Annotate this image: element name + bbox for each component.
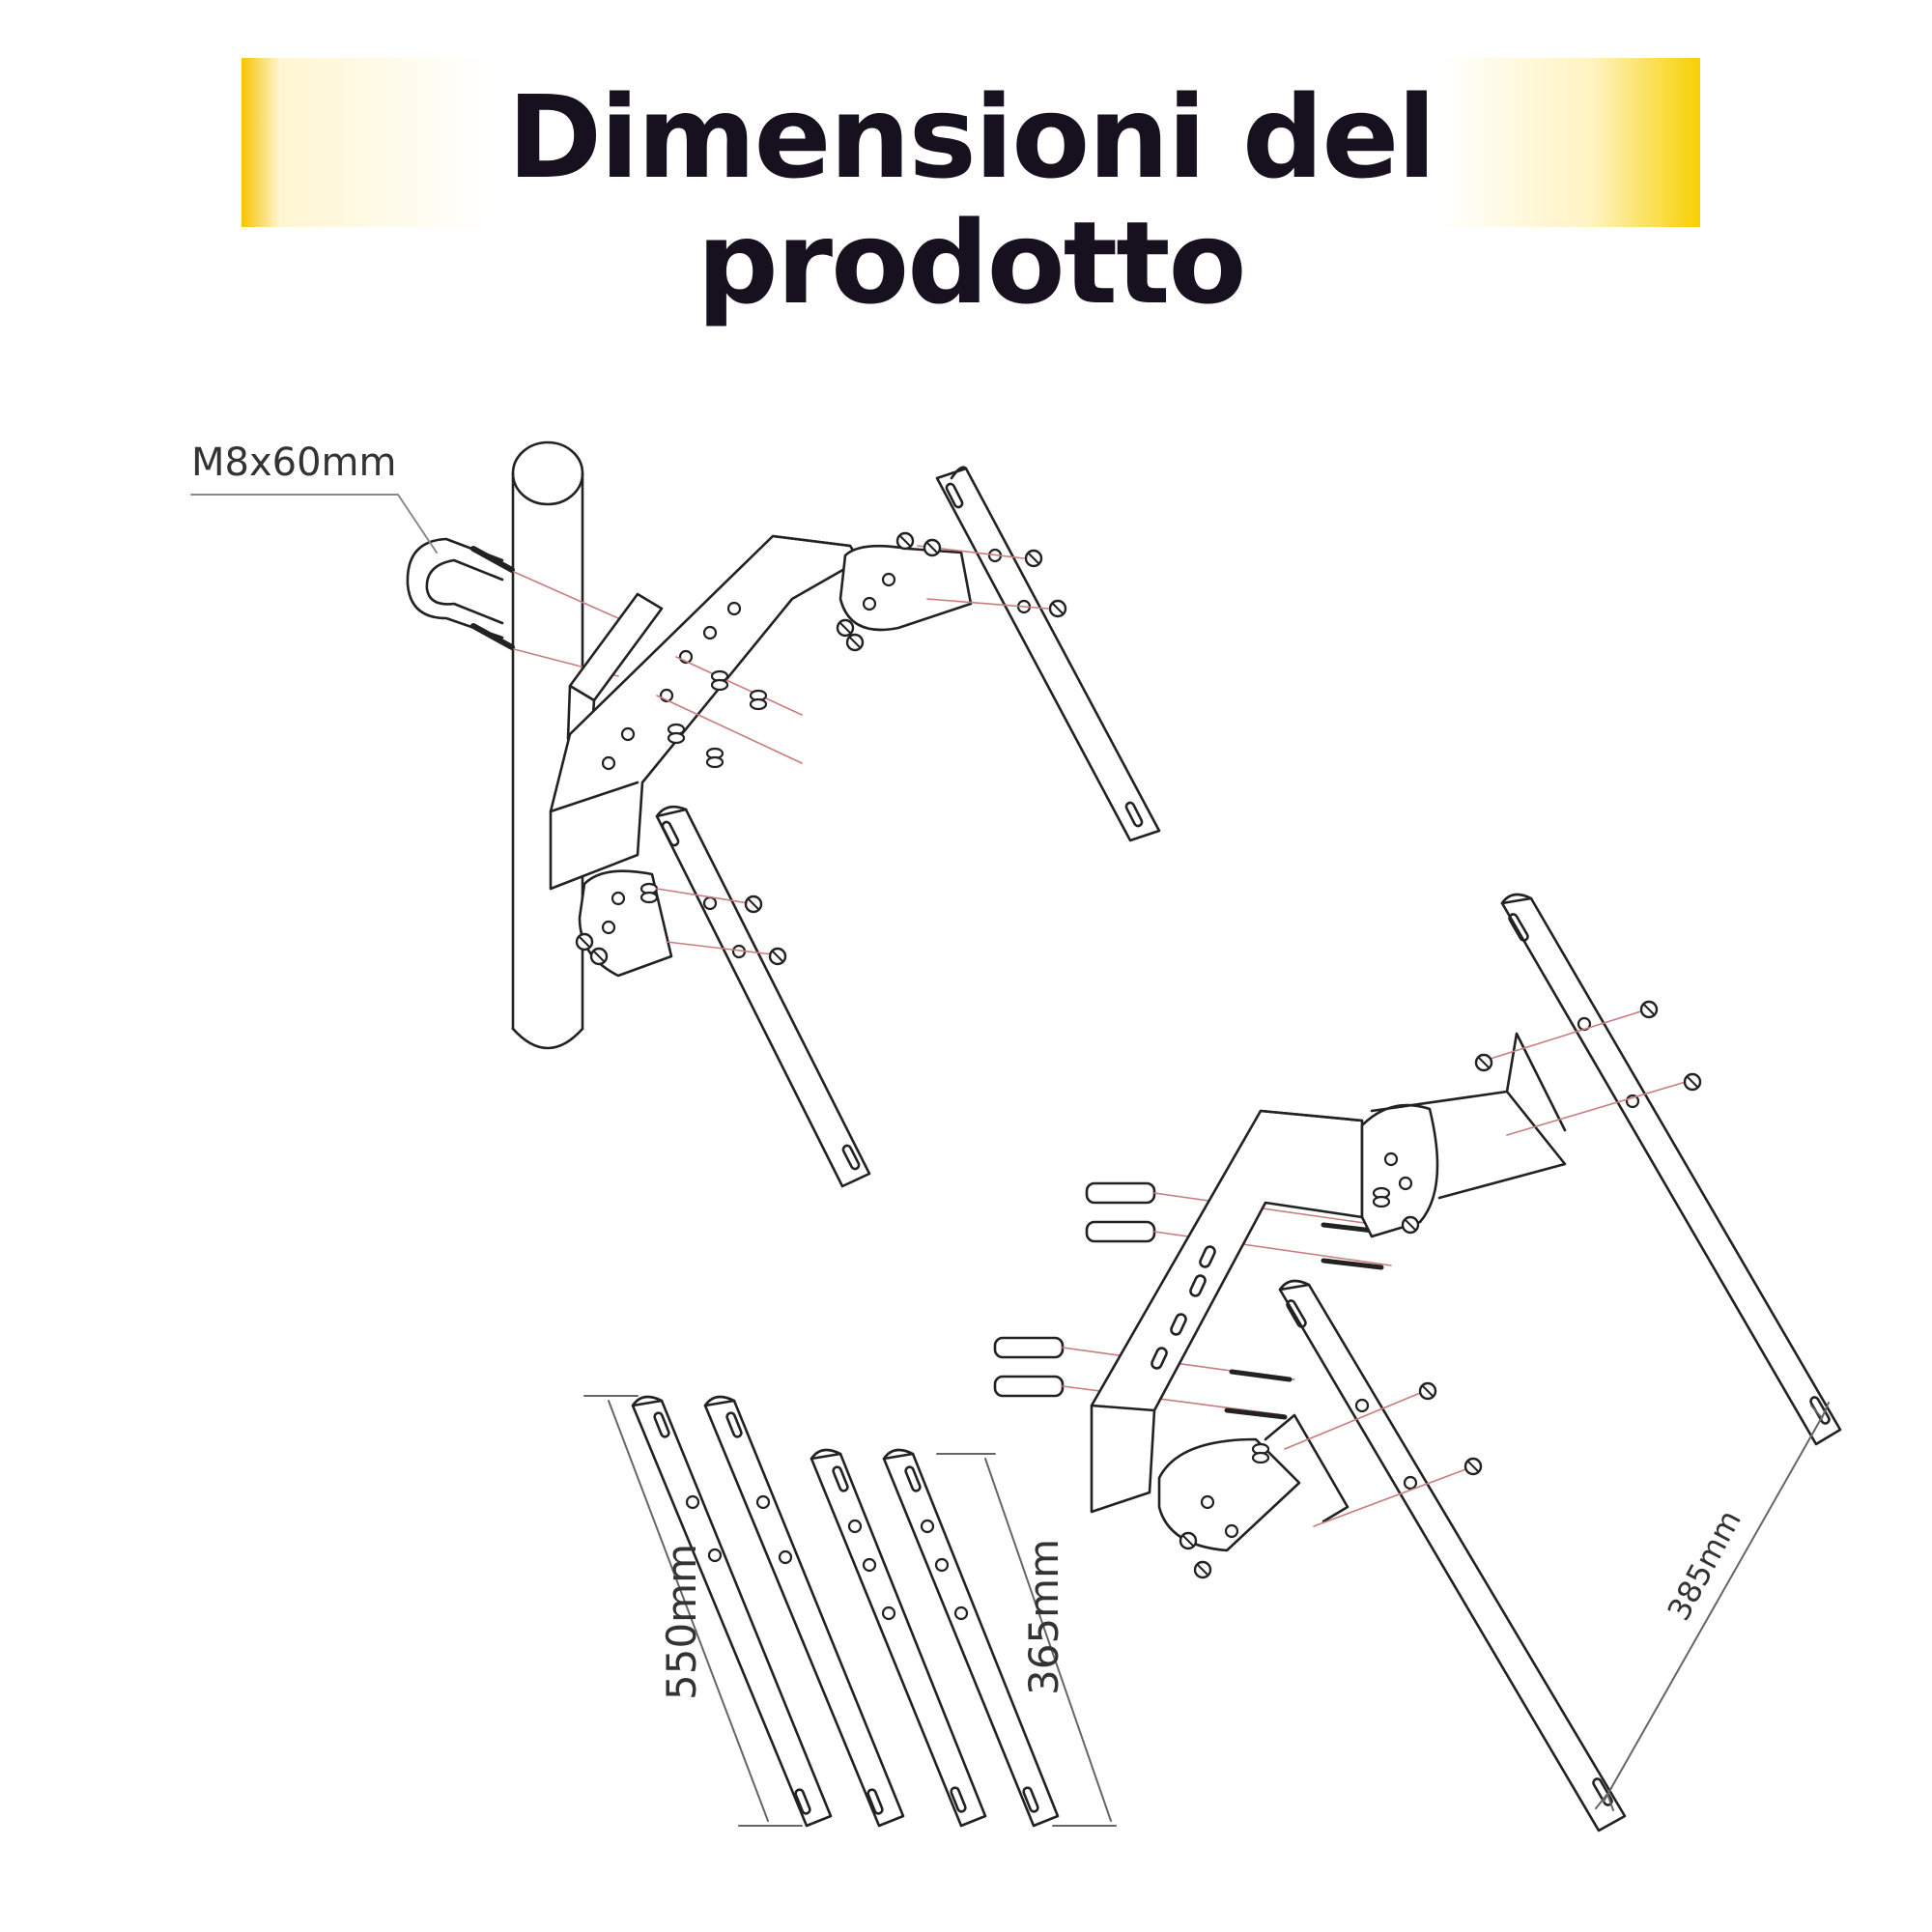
title-banner: Dimensioni del prodotto <box>242 58 1700 326</box>
long-bar-2 <box>703 1395 905 1828</box>
wall-upper-swivel <box>1360 1032 1567 1238</box>
lower-arm <box>655 805 871 1188</box>
long-bar-1 <box>631 1395 833 1828</box>
short-bars <box>810 1448 1117 1828</box>
width-dimension-line <box>1595 1402 1830 1811</box>
short-bar-length-label: 365mm <box>1020 1539 1067 1695</box>
long-bar-dimension-line <box>583 1395 803 1827</box>
long-bar-length-label: 550mm <box>658 1544 705 1700</box>
page-title: Dimensioni del prodotto <box>507 71 1436 329</box>
short-bar-1 <box>810 1448 987 1828</box>
pole-mount-assembly <box>190 440 1161 1188</box>
bolt-leader-line <box>190 494 438 554</box>
wall-upper-arm <box>1474 893 1842 1446</box>
bolt-size-label: M8x60mm <box>191 440 396 485</box>
upper-swivel-plate <box>836 544 973 652</box>
lower-swivel-plate <box>575 869 673 978</box>
long-bars <box>583 1395 905 1828</box>
bracket-channel <box>549 534 862 891</box>
short-bar-2 <box>882 1448 1060 1828</box>
width-label: 385mm <box>1661 1504 1748 1627</box>
wall-lower-swivel <box>1157 1413 1350 1579</box>
short-bar-dimension-line <box>936 1453 1117 1827</box>
wall-mount-assembly <box>993 893 1842 1833</box>
wall-lower-arm <box>1278 1279 1627 1833</box>
upper-arm <box>895 466 1161 842</box>
